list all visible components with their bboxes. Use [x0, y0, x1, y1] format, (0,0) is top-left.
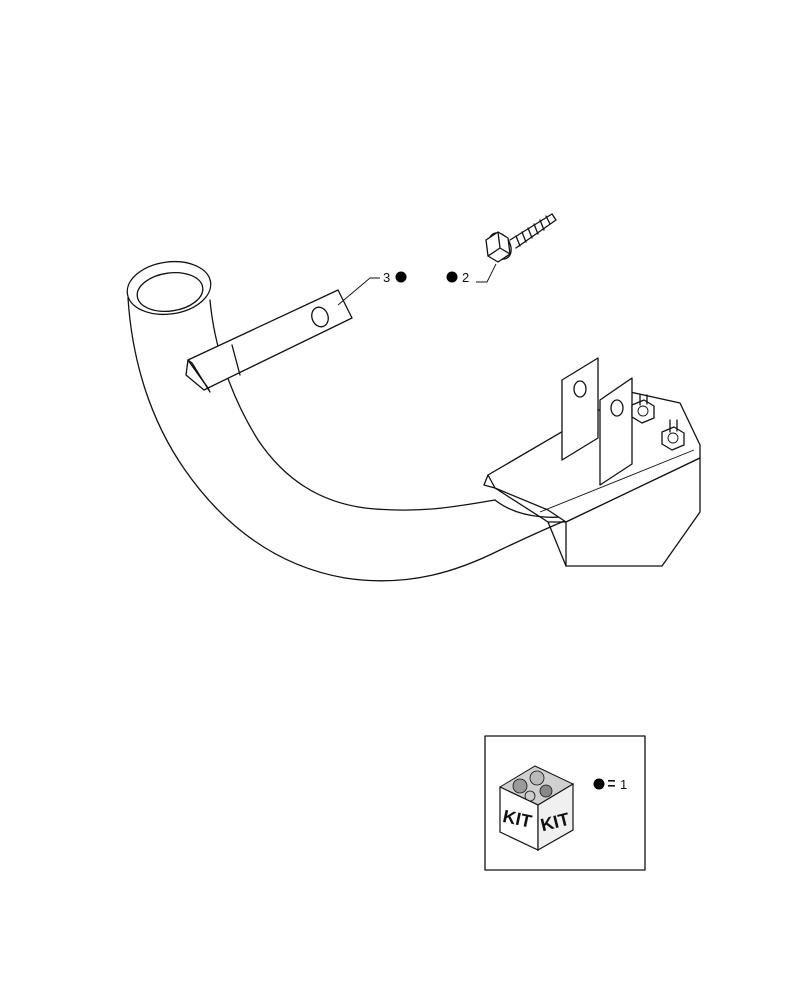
callout-number-2: 2 — [462, 270, 469, 285]
strap-tab — [185, 289, 353, 393]
kit-box-icon: KIT KIT — [498, 765, 575, 852]
nut-icon — [661, 419, 685, 451]
callout-item-2: 2 — [446, 263, 497, 285]
strap-hole — [311, 306, 329, 328]
tab-hole-right — [610, 399, 624, 417]
kit-legend: KIT KIT 1 — [484, 735, 646, 871]
screw-icon — [485, 213, 557, 263]
legend-quantity: 1 — [620, 777, 627, 792]
equals-sign — [608, 780, 615, 787]
callout-item-3: 3 — [337, 270, 407, 306]
tab-hole-left — [573, 380, 587, 398]
kit-marker-dot — [395, 271, 407, 283]
kit-marker-dot — [593, 778, 605, 790]
mounting-bracket — [483, 357, 701, 567]
kit-marker-dot — [446, 271, 458, 283]
nut-icon — [631, 394, 655, 424]
bent-tube — [126, 260, 586, 582]
callout-number-3: 3 — [383, 270, 390, 285]
tube-opening — [126, 260, 212, 316]
